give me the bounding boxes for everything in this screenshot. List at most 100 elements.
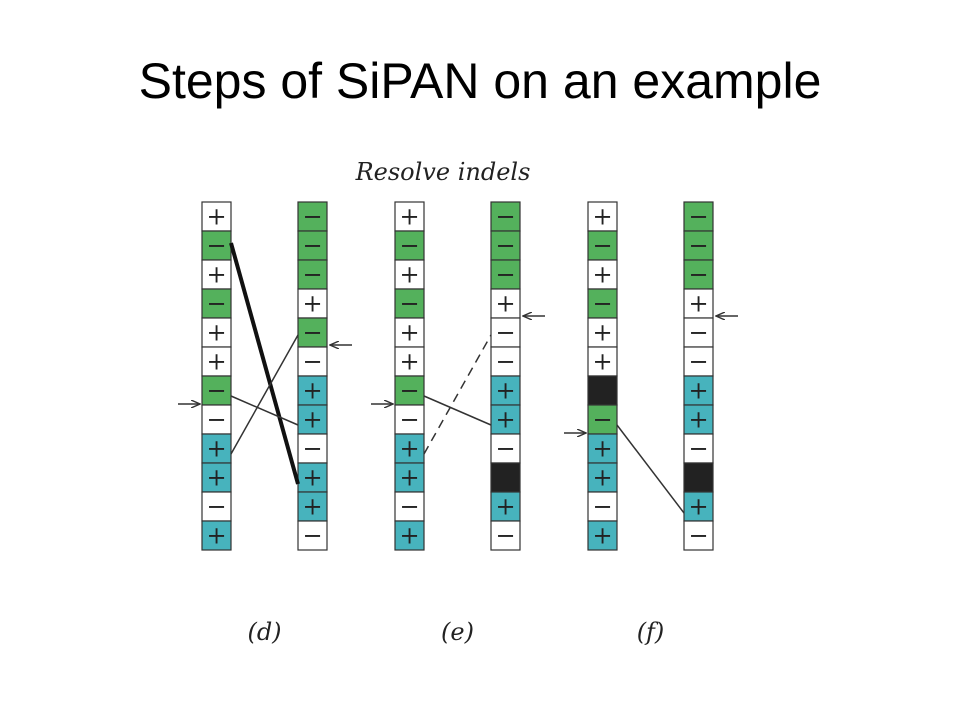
sequence-cell: − (201, 404, 232, 435)
plus-symbol: + (399, 435, 419, 463)
sequence-cell: − (490, 520, 521, 551)
sequence-cell: + (490, 404, 521, 435)
left-column: +−+−++−++−+ (587, 201, 618, 551)
sequence-cell: + (683, 491, 714, 522)
minus-symbol: − (495, 261, 515, 289)
plus-symbol: + (592, 261, 612, 289)
sequence-cell: − (683, 201, 714, 232)
sequence-cell: − (683, 317, 714, 348)
minus-symbol: − (399, 377, 419, 405)
sequence-cell: − (683, 230, 714, 261)
minus-symbol: − (688, 319, 708, 347)
minus-symbol: − (206, 493, 226, 521)
plus-symbol: + (592, 464, 612, 492)
connector-line (230, 395, 299, 426)
plus-symbol: + (206, 319, 226, 347)
sequence-cell: + (490, 491, 521, 522)
minus-symbol: − (688, 522, 708, 550)
sequence-cell: − (297, 259, 328, 290)
sequence-cell: − (297, 433, 328, 464)
sequence-cell: − (297, 230, 328, 261)
sequence-cell: + (394, 259, 425, 290)
connector-line (423, 395, 492, 426)
connector-line (230, 334, 299, 455)
sequence-cell: − (297, 201, 328, 232)
plus-symbol: + (302, 377, 322, 405)
minus-symbol: − (495, 522, 515, 550)
sequence-cell: + (490, 375, 521, 406)
slide-title: Steps of SiPAN on an example (138, 53, 822, 109)
sequence-cell: − (490, 201, 521, 232)
minus-symbol: − (206, 406, 226, 434)
sequence-cell: − (201, 375, 232, 406)
plus-symbol: + (206, 435, 226, 463)
sequence-cell: + (587, 346, 618, 377)
sequence-cell: + (394, 201, 425, 232)
minus-symbol: − (399, 290, 419, 318)
minus-symbol: − (495, 348, 515, 376)
minus-symbol: − (302, 522, 322, 550)
plus-symbol: + (302, 406, 322, 434)
minus-symbol: − (688, 261, 708, 289)
sequence-cell: + (394, 433, 425, 464)
minus-symbol: − (495, 319, 515, 347)
sequence-cell (490, 462, 521, 493)
sequence-cell: + (297, 462, 328, 493)
connector-line (616, 424, 685, 514)
sequence-cell (587, 375, 618, 406)
minus-symbol: − (302, 319, 322, 347)
plus-symbol: + (592, 203, 612, 231)
sequence-cell: − (587, 404, 618, 435)
minus-symbol: − (688, 203, 708, 231)
sequence-cell: + (201, 201, 232, 232)
sequence-cell: − (490, 346, 521, 377)
plus-symbol: + (302, 290, 322, 318)
sequence-cell: + (201, 462, 232, 493)
sequence-cell: − (394, 375, 425, 406)
sequence-cell: + (683, 404, 714, 435)
minus-symbol: − (495, 232, 515, 260)
plus-symbol: + (206, 203, 226, 231)
sequence-cell: + (587, 317, 618, 348)
plus-symbol: + (206, 464, 226, 492)
sequence-cell: − (201, 230, 232, 261)
left-column: +−+−++−−++−+ (394, 201, 425, 551)
sequence-cell: + (297, 375, 328, 406)
sequence-cell: − (490, 230, 521, 261)
minus-symbol: − (592, 290, 612, 318)
plus-symbol: + (399, 348, 419, 376)
sequence-cell (683, 462, 714, 493)
sequence-cell: + (394, 462, 425, 493)
sequence-cell: + (587, 259, 618, 290)
sequence-cell: − (490, 259, 521, 290)
sequence-cell: + (587, 462, 618, 493)
minus-symbol: − (302, 203, 322, 231)
minus-symbol: − (399, 493, 419, 521)
plus-symbol: + (399, 319, 419, 347)
right-column: −−−+−−++−+− (490, 201, 521, 551)
minus-symbol: − (688, 232, 708, 260)
plus-symbol: + (206, 522, 226, 550)
sequence-cell: + (587, 520, 618, 551)
sequence-cell: − (297, 346, 328, 377)
right-column: −−−+−−++−++− (297, 201, 328, 551)
sequence-cell: − (394, 230, 425, 261)
minus-symbol: − (399, 406, 419, 434)
plus-symbol: + (399, 522, 419, 550)
minus-symbol: − (592, 493, 612, 521)
sequence-cell: − (297, 520, 328, 551)
plus-symbol: + (399, 261, 419, 289)
sequence-cell: − (683, 346, 714, 377)
sequence-cell: + (297, 491, 328, 522)
panel: +−+−++−++−+−−−+−−++−+−(f) (587, 201, 714, 646)
plus-symbol: + (495, 406, 515, 434)
connector-thick (229, 242, 300, 485)
sequence-cell: − (201, 288, 232, 319)
sequence-cell: + (297, 288, 328, 319)
minus-symbol: − (592, 232, 612, 260)
plus-symbol: + (302, 464, 322, 492)
plus-symbol: + (688, 493, 708, 521)
sequence-cell: + (587, 201, 618, 232)
minus-symbol: − (302, 261, 322, 289)
panel-label: (f) (637, 618, 665, 646)
